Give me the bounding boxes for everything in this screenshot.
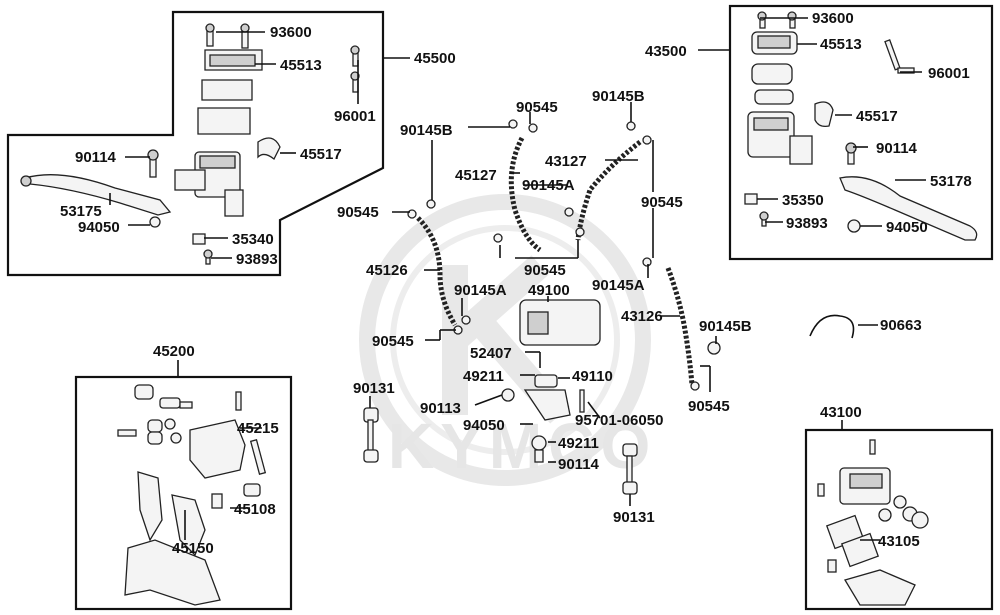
part-label-90145B: 90145B <box>699 318 752 335</box>
part-label-45200: 45200 <box>153 343 195 360</box>
part-label-45517: 45517 <box>300 146 342 163</box>
part-label-45126: 45126 <box>366 262 408 279</box>
part-label-45513: 45513 <box>820 36 862 53</box>
part-label-90545: 90545 <box>516 99 558 116</box>
part-label-45108: 45108 <box>234 501 276 518</box>
part-label-90131: 90131 <box>353 380 395 397</box>
part-label-49211: 49211 <box>558 435 599 452</box>
bolts-90131 <box>363 407 638 495</box>
part-label-45150: 45150 <box>172 540 214 557</box>
clip-90663 <box>809 314 855 339</box>
right-master-cylinder-box <box>728 4 994 261</box>
part-label-90663: 90663 <box>880 317 922 334</box>
part-label-45517: 45517 <box>856 108 898 125</box>
part-label-94050: 94050 <box>463 417 505 434</box>
part-label-35350: 35350 <box>782 192 824 209</box>
part-label-90145B: 90145B <box>592 88 645 105</box>
leader-lines <box>109 17 926 541</box>
part-label-49100: 49100 <box>528 282 570 299</box>
part-label-43100: 43100 <box>820 404 862 421</box>
part-label-96001: 96001 <box>334 108 376 125</box>
part-label-43126: 43126 <box>621 308 663 325</box>
part-label-96001: 96001 <box>928 65 970 82</box>
part-label-45215: 45215 <box>237 420 279 437</box>
part-label-93600: 93600 <box>812 10 854 27</box>
part-label-53175: 53175 <box>60 203 102 220</box>
part-label-90545: 90545 <box>524 262 566 279</box>
part-label-90545: 90545 <box>641 194 683 211</box>
part-label-93893: 93893 <box>786 215 828 232</box>
part-label-49110: 49110 <box>572 368 613 385</box>
part-label-49211: 49211 <box>463 368 504 385</box>
part-label-90545: 90545 <box>688 398 730 415</box>
part-label-53178: 53178 <box>930 173 972 190</box>
part-label-90131: 90131 <box>613 509 655 526</box>
rear-caliper-box <box>804 428 994 611</box>
part-label-90545: 90545 <box>337 204 379 221</box>
part-label-95701-06050: 95701-06050 <box>575 412 663 429</box>
left-master-cylinder-parts <box>20 23 360 265</box>
part-label-45500: 45500 <box>414 50 456 67</box>
part-label-90145A: 90145A <box>522 177 575 194</box>
watermark-text: KYMCO <box>388 410 656 482</box>
part-label-90114: 90114 <box>876 140 918 157</box>
part-label-45127: 45127 <box>455 167 497 184</box>
part-label-43105: 43105 <box>878 533 920 550</box>
rear-caliper-parts <box>817 439 929 606</box>
part-label-90145A: 90145A <box>592 277 645 294</box>
part-label-90545: 90545 <box>372 333 414 350</box>
part-number-labels: 93600 45513 45500 96001 45517 90114 5317… <box>60 10 972 557</box>
part-label-90145A: 90145A <box>454 282 507 299</box>
front-caliper-parts <box>117 384 267 606</box>
part-label-52407: 52407 <box>470 345 512 362</box>
part-label-45513: 45513 <box>280 57 322 74</box>
banjo-bolts <box>407 119 721 391</box>
part-label-93893: 93893 <box>236 251 278 268</box>
part-label-90114: 90114 <box>75 149 117 166</box>
part-label-90145B: 90145B <box>400 122 453 139</box>
brake-hoses <box>416 136 695 386</box>
part-label-90114: 90114 <box>558 456 600 473</box>
right-master-cylinder-parts <box>744 11 978 241</box>
left-master-cylinder-box <box>6 10 385 277</box>
part-label-93600: 93600 <box>270 24 312 41</box>
abs-unit <box>501 299 601 463</box>
front-caliper-box <box>74 375 293 611</box>
part-label-94050: 94050 <box>78 219 120 236</box>
part-label-94050: 94050 <box>886 219 928 236</box>
part-label-43127: 43127 <box>545 153 587 170</box>
part-label-43500: 43500 <box>645 43 687 60</box>
part-label-35340: 35340 <box>232 231 274 248</box>
part-label-90113: 90113 <box>420 400 461 417</box>
